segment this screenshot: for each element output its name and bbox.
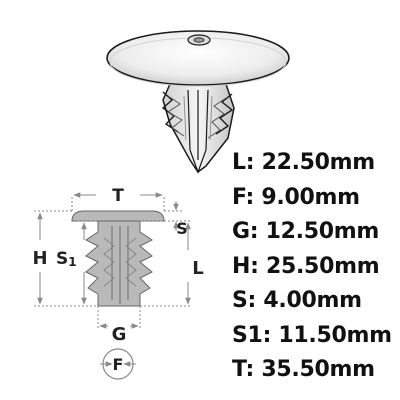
spec-l: L: 22.50mm [232,150,375,175]
f-diameter-symbol [100,348,136,380]
dim-label-g: G [112,324,127,345]
clip-silhouette [71,210,165,307]
spec-h: H: 25.50mm [232,253,380,279]
dim-label-s: S [176,219,188,238]
dim-label-f: F [113,355,124,374]
dimension-lines [34,192,192,330]
spec-f: F: 9.00mm [232,184,360,210]
dim-label-h: H [32,248,47,269]
spec-s1: S1: 11.50mm [232,322,392,348]
spec-t: T: 35.50mm [232,357,375,382]
dim-label-l: L [192,258,203,279]
technical-drawing: T S L H S1 G F [32,186,204,380]
spec-g: G: 12.50mm [232,219,379,244]
clip-stem [161,83,235,174]
spec-list: L: 22.50mm F: 9.00mm G: 12.50mm H: 25.50… [232,146,398,388]
dim-label-t: T [112,186,124,206]
dim-label-s1: S1 [56,249,77,269]
spec-s: S: 4.00mm [232,288,362,313]
clip-photo [106,30,290,174]
clip-cap [106,30,290,87]
